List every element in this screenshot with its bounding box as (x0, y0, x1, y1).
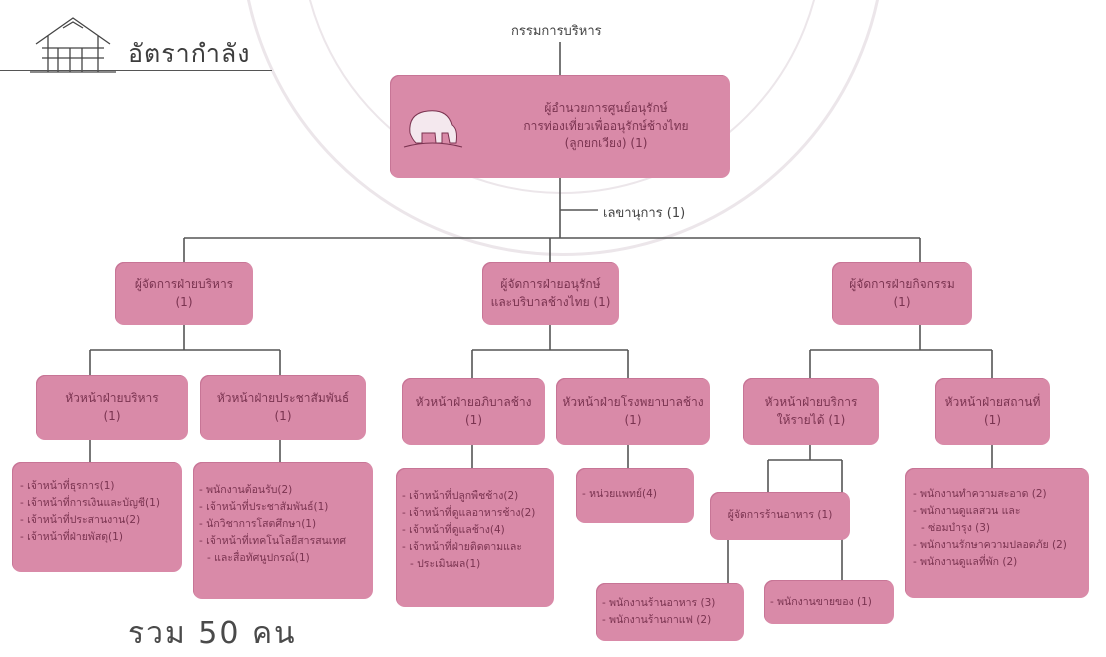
list-item: เจ้าหน้าที่ประชาสัมพันธ์(1) (199, 499, 373, 516)
list-item: พนักงานขายของ (1) (770, 594, 894, 611)
manager-admin-box: ผู้จัดการฝ่ายบริหาร (1) (115, 262, 253, 325)
head-income-line2: ให้รายได้ (1) (776, 412, 846, 427)
house-logo-icon (30, 17, 116, 73)
manager-conservation-line1: ผู้จัดการฝ่ายอนุรักษ์ (500, 277, 601, 292)
shop-staff-box: พนักงานขายของ (1) (764, 580, 894, 624)
list-item: พนักงานร้านกาแฟ (2) (602, 612, 744, 629)
list-item: เจ้าหน้าที่ปลูกพืชช้าง(2) (402, 488, 554, 505)
head-pr-line2: (1) (274, 408, 292, 423)
head-income-line1: หัวหน้าฝ่ายบริการ (764, 395, 858, 410)
head-hospital-box: หัวหน้าฝ่ายโรงพยาบาลช้าง (1) (556, 378, 710, 445)
manager-admin-line1: ผู้จัดการฝ่ายบริหาร (134, 277, 234, 292)
title-rule (0, 70, 272, 71)
list-item: เจ้าหน้าที่ประสานงาน(2) (20, 512, 182, 529)
list-item: เจ้าหน้าที่ดูแลอาหารช้าง(2) (402, 505, 554, 522)
list-item: ประเมินผล(1) (402, 556, 554, 573)
staff-care-box: เจ้าหน้าที่ปลูกพืชช้าง(2) เจ้าหน้าที่ดูแ… (396, 468, 554, 607)
list-item: เจ้าหน้าที่ฝ่ายติดตามและ (402, 539, 554, 556)
manager-activities-line1: ผู้จัดการฝ่ายกิจกรรม (849, 277, 955, 292)
restaurant-manager-label: ผู้จัดการร้านอาหาร (1) (727, 509, 833, 522)
director-line2: การท่องเที่ยวเพื่ออนุรักษ์ช้างไทย (523, 118, 689, 133)
staff-hospital-box: หน่วยแพทย์(4) (576, 468, 694, 523)
head-income-box: หัวหน้าฝ่ายบริการ ให้รายได้ (1) (743, 378, 879, 445)
restaurant-manager-box: ผู้จัดการร้านอาหาร (1) (710, 492, 850, 540)
head-hospital-line1: หัวหน้าฝ่ายโรงพยาบาลช้าง (562, 395, 704, 410)
list-item: และสื่อทัศนูปกรณ์(1) (199, 550, 373, 567)
head-admin-line2: (1) (103, 408, 121, 423)
elephant-logo-icon (403, 110, 463, 148)
head-admin-line1: หัวหน้าฝ่ายบริหาร (65, 391, 159, 406)
manager-conservation-box: ผู้จัดการฝ่ายอนุรักษ์ และบริบาลช้างไทย (… (482, 262, 619, 325)
head-care-line1: หัวหน้าฝ่ายอภิบาลช้าง (415, 395, 532, 410)
board-label: กรรมการบริหาร (508, 20, 605, 41)
list-item: พนักงานรักษาความปลอดภัย (2) (913, 537, 1089, 554)
list-item: เจ้าหน้าที่ดูแลช้าง(4) (402, 522, 554, 539)
total-staff-label: รวม 50 คน (128, 616, 297, 651)
list-item: เจ้าหน้าที่การเงินและบัญชี(1) (20, 495, 182, 512)
secretary-label: เลขานุการ (1) (600, 202, 689, 223)
list-item: พนักงานร้านอาหาร (3) (602, 595, 744, 612)
head-care-box: หัวหน้าฝ่ายอภิบาลช้าง (1) (402, 378, 545, 445)
director-line1: ผู้อำนวยการศูนย์อนุรักษ์ (544, 101, 668, 116)
list-item: เจ้าหน้าที่ธุรการ(1) (20, 478, 182, 495)
head-venue-line1: หัวหน้าฝ่ายสถานที่ (944, 395, 1041, 410)
head-admin-box: หัวหน้าฝ่ายบริหาร (1) (36, 375, 188, 440)
list-item: พนักงานดูแลที่พัก (2) (913, 554, 1089, 571)
list-item: พนักงานทำความสะอาด (2) (913, 486, 1089, 503)
head-pr-box: หัวหน้าฝ่ายประชาสัมพันธ์ (1) (200, 375, 366, 440)
staff-venue-box: พนักงานทำความสะอาด (2) พนักงานดูแลสวน แล… (905, 468, 1089, 598)
list-item: หน่วยแพทย์(4) (582, 486, 694, 503)
list-item: เจ้าหน้าที่เทคโนโลยีสารสนเทศ (199, 533, 373, 550)
list-item: พนักงานดูแลสวน และ (913, 503, 1089, 520)
director-line3: (ลูกยกเวียง) (1) (564, 136, 648, 151)
head-pr-line1: หัวหน้าฝ่ายประชาสัมพันธ์ (216, 391, 350, 406)
head-hospital-line2: (1) (624, 412, 642, 427)
manager-activities-line2: (1) (893, 294, 911, 309)
manager-admin-line2: (1) (175, 294, 193, 309)
director-box: ผู้อำนวยการศูนย์อนุรักษ์ การท่องเที่ยวเพ… (390, 75, 730, 178)
head-care-line2: (1) (465, 412, 482, 427)
head-venue-line2: (1) (984, 412, 1001, 427)
manager-activities-box: ผู้จัดการฝ่ายกิจกรรม (1) (832, 262, 972, 325)
list-item: พนักงานต้อนรับ(2) (199, 482, 373, 499)
staff-admin-box: เจ้าหน้าที่ธุรการ(1) เจ้าหน้าที่การเงินแ… (12, 462, 182, 572)
list-item: เจ้าหน้าที่ฝ่ายพัสดุ(1) (20, 529, 182, 546)
head-venue-box: หัวหน้าฝ่ายสถานที่ (1) (935, 378, 1050, 445)
list-item: นักวิชาการโสตศึกษา(1) (199, 516, 373, 533)
restaurant-staff-box: พนักงานร้านอาหาร (3) พนักงานร้านกาแฟ (2) (596, 583, 744, 641)
list-item: ซ่อมบำรุง (3) (913, 520, 1089, 537)
page-title: อัตรากำลัง (128, 39, 251, 68)
staff-pr-box: พนักงานต้อนรับ(2) เจ้าหน้าที่ประชาสัมพัน… (193, 462, 373, 599)
manager-conservation-line2: และบริบาลช้างไทย (1) (490, 294, 611, 309)
